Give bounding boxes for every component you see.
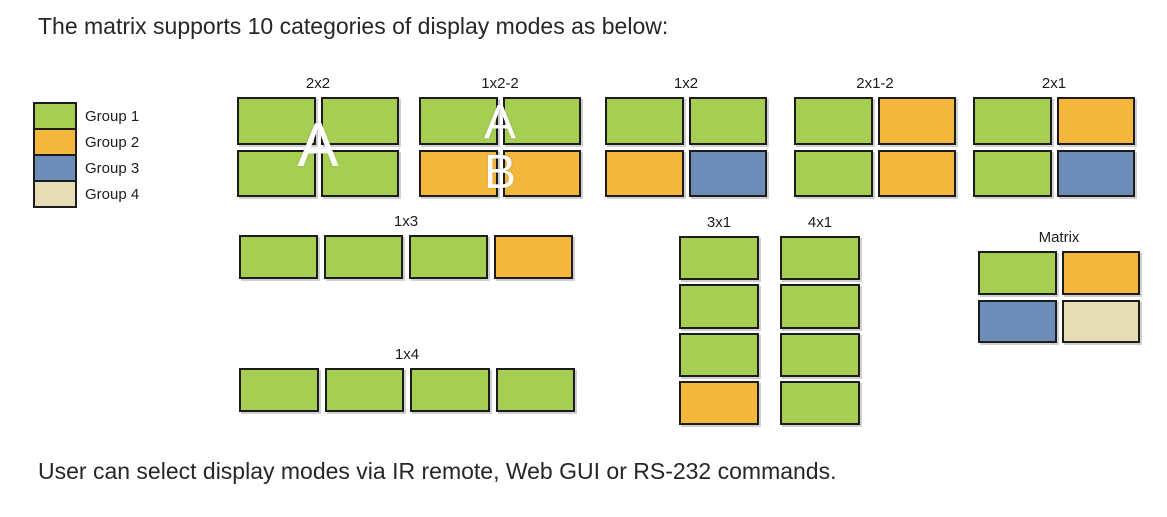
mode-2x2-title: 2x2 <box>305 75 331 92</box>
display-cell-group1 <box>780 380 860 425</box>
legend-label-group2: Group 2 <box>85 133 140 151</box>
footer-text: User can select display modes via IR rem… <box>38 458 837 484</box>
mode-4x1-grid <box>780 236 860 425</box>
display-cell-group1 <box>780 284 860 329</box>
mode-1x2-2-title: 1x2-2 <box>481 75 519 92</box>
display-cell-group1 <box>409 235 488 279</box>
display-cell-group1 <box>679 236 759 281</box>
display-cell-group1 <box>410 368 490 412</box>
display-cell-group1 <box>239 368 319 412</box>
mode-2x1: 2x1 <box>973 75 1135 197</box>
display-cell-group2 <box>1056 97 1135 145</box>
legend: Group 1 Group 2 Group 3 Group 4 <box>33 102 139 208</box>
mode-1x4-title: 1x4 <box>394 346 420 363</box>
display-cell-group1 <box>780 332 860 377</box>
display-cell-group3 <box>1056 149 1135 197</box>
mode-2x1-2-title: 2x1-2 <box>856 75 894 92</box>
mode-1x3: 1x3 <box>239 213 573 279</box>
display-cell-group1 <box>495 368 575 412</box>
display-cell-group1 <box>419 97 498 145</box>
display-cell-group1 <box>973 149 1052 197</box>
display-cell-group1 <box>679 284 759 329</box>
intro-text: The matrix supports 10 categories of dis… <box>38 13 669 39</box>
display-cell-group2 <box>502 149 581 197</box>
legend-label-group3: Group 3 <box>85 159 140 177</box>
display-cell-group1 <box>605 97 684 145</box>
display-cell-group3 <box>688 149 767 197</box>
legend-label-group4: Group 4 <box>85 185 140 203</box>
mode-3x1: 3x1 <box>679 214 759 425</box>
legend-item-group3: Group 3 <box>33 154 139 182</box>
mode-2x1-2-grid <box>794 97 956 197</box>
display-cell-group1 <box>978 251 1057 295</box>
mode-3x1-title: 3x1 <box>706 214 732 231</box>
mode-2x1-2: 2x1-2 <box>794 75 956 197</box>
mode-2x2: 2x2 A <box>237 75 399 197</box>
display-cell-group1 <box>502 97 581 145</box>
mode-1x3-grid <box>239 235 573 279</box>
mode-1x3-title: 1x3 <box>393 213 419 230</box>
display-cell-group1 <box>688 97 767 145</box>
display-cell-group2 <box>419 149 498 197</box>
legend-label-group1: Group 1 <box>85 107 140 125</box>
display-cell-group1 <box>237 97 316 145</box>
mode-2x1-title: 2x1 <box>1041 75 1067 92</box>
mode-4x1-title: 4x1 <box>807 214 833 231</box>
legend-swatch-group3 <box>33 154 77 182</box>
display-cell-group2 <box>877 97 956 145</box>
display-cell-group1 <box>239 235 318 279</box>
display-cell-group1 <box>679 332 759 377</box>
mode-1x2-title: 1x2 <box>673 75 699 92</box>
legend-swatch-group4 <box>33 180 77 208</box>
display-cell-group1 <box>324 235 403 279</box>
display-cell-group2 <box>605 149 684 197</box>
display-cell-group4 <box>1061 299 1140 343</box>
display-cell-group2 <box>679 380 759 425</box>
display-cell-group1 <box>320 149 399 197</box>
mode-matrix: Matrix <box>978 229 1140 343</box>
display-cell-group1 <box>973 97 1052 145</box>
display-cell-group2 <box>494 235 573 279</box>
display-cell-group1 <box>794 149 873 197</box>
display-cell-group1 <box>794 97 873 145</box>
mode-matrix-grid <box>978 251 1140 343</box>
mode-2x2-grid: A <box>237 97 399 197</box>
legend-swatch-group2 <box>33 128 77 156</box>
mode-2x1-grid <box>973 97 1135 197</box>
mode-1x4: 1x4 <box>239 346 575 412</box>
legend-item-group1: Group 1 <box>33 102 139 130</box>
display-cell-group1 <box>324 368 404 412</box>
mode-1x4-grid <box>239 368 575 412</box>
legend-item-group2: Group 2 <box>33 128 139 156</box>
display-cell-group1 <box>320 97 399 145</box>
mode-1x2: 1x2 <box>605 75 767 197</box>
mode-1x2-grid <box>605 97 767 197</box>
display-cell-group3 <box>978 299 1057 343</box>
display-cell-group2 <box>877 149 956 197</box>
mode-3x1-grid <box>679 236 759 425</box>
legend-item-group4: Group 4 <box>33 180 139 208</box>
display-cell-group2 <box>1061 251 1140 295</box>
display-cell-group1 <box>780 236 860 281</box>
mode-matrix-title: Matrix <box>1038 229 1080 246</box>
legend-swatch-group1 <box>33 102 77 130</box>
display-cell-group1 <box>237 149 316 197</box>
mode-4x1: 4x1 <box>780 214 860 425</box>
